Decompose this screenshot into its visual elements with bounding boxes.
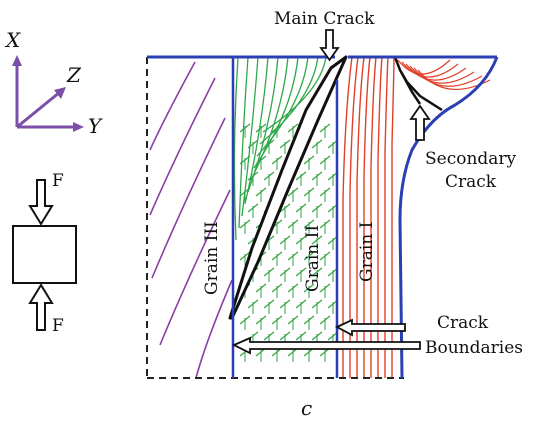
- grain-ii-fan-line: [238, 56, 249, 229]
- main-crack: [228, 55, 348, 320]
- grain-i-line: [349, 56, 359, 378]
- grain-iii-label: Grain III: [202, 221, 222, 295]
- main-crack-pointer: [319, 29, 340, 62]
- z-axis-arrowhead: [54, 87, 66, 99]
- grain-i-line: [356, 56, 365, 378]
- force-label-top: F: [52, 171, 64, 191]
- secondary-crack-label-line2: Crack: [445, 172, 497, 192]
- z-axis-arrow: [16, 90, 61, 129]
- grain-ii-fan-line: [259, 56, 319, 145]
- grain-ii-fan-line: [256, 56, 309, 157]
- grain-i-line: [363, 56, 371, 378]
- grain-iii-line: [159, 189, 231, 346]
- grain-ii-fan-line: [233, 56, 239, 241]
- grain-iii-line: [149, 61, 196, 151]
- y-axis-arrowhead: [73, 122, 84, 132]
- crack-boundaries-label-line1: Crack: [437, 313, 489, 333]
- x-axis-label: X: [4, 28, 21, 52]
- right-curved-edge: [398, 56, 499, 379]
- grain-iii-line: [195, 279, 233, 379]
- grain-i-line: [370, 56, 377, 378]
- force-arrow-bottom: [28, 283, 54, 331]
- grain-i-line: [409, 65, 475, 84]
- grain-ii-fan-line: [253, 56, 299, 169]
- grain-i-line: [413, 67, 483, 87]
- grain-ii-fan-line: [241, 56, 259, 217]
- secondary-crack-pointer: [409, 104, 431, 141]
- crack-boundary-pointer-upper: [334, 318, 406, 337]
- x-axis-arrowhead: [12, 55, 22, 66]
- force-label-bottom: F: [52, 316, 64, 336]
- secondary-crack-label-line1: Secondary: [425, 149, 517, 169]
- grain-ii-fan-line: [244, 56, 269, 205]
- z-axis-label: Z: [66, 63, 82, 87]
- crack-boundaries-label-line2: Boundaries: [425, 338, 523, 358]
- figure-caption: c: [301, 396, 312, 420]
- grain-iii-line: [151, 117, 226, 279]
- grain-i-line: [405, 63, 467, 81]
- crack-boundary-pointer-lower: [231, 336, 421, 355]
- specimen-block: [12, 225, 77, 284]
- grain-iii-line: [149, 77, 216, 216]
- coordinate-axes: X Z Y: [4, 28, 103, 138]
- grain-ii-fan-line: [250, 56, 289, 181]
- grain-i-label: Grain I: [357, 222, 377, 282]
- grain-i-line: [342, 56, 353, 378]
- specimen-outline: [146, 55, 499, 379]
- grain-i-line: [377, 56, 383, 378]
- grain-i-line: [401, 61, 459, 78]
- grain-iii-hatching: [149, 61, 233, 379]
- grain-i-line: [384, 56, 389, 378]
- grain-i-hatching: [342, 56, 491, 378]
- main-crack-label: Main Crack: [274, 9, 375, 29]
- grain-ii-fan-line: [262, 56, 327, 133]
- force-arrow-top: [28, 179, 54, 226]
- y-axis-label: Y: [88, 114, 103, 138]
- grain-ii-label: Grain II: [303, 225, 323, 292]
- grain-i-line: [391, 56, 395, 378]
- load-diagram: F F: [12, 171, 77, 336]
- secondary-crack: [393, 56, 443, 112]
